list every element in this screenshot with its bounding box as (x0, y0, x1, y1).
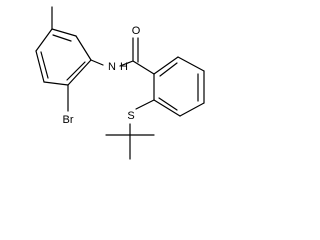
aryl-nitrogen-bond (90, 59, 104, 66)
bond (35, 28, 53, 52)
aniline-ring (35, 28, 92, 86)
amide-bond (119, 60, 134, 67)
bromine-label: Br (63, 114, 74, 126)
bond (153, 99, 181, 117)
benzoyl-ring (153, 56, 205, 117)
bond (158, 97, 178, 111)
bond (75, 35, 92, 61)
amide-nitrogen-label: N (108, 61, 116, 73)
bond (40, 51, 49, 79)
bond (179, 102, 205, 117)
bond (159, 62, 178, 77)
sulfur-label: S (127, 110, 134, 122)
bond (52, 34, 72, 42)
bond (177, 56, 205, 72)
bond (35, 50, 45, 83)
bond (67, 59, 92, 86)
amide-hydrogen-label: H (120, 61, 128, 73)
oxygen-label: O (132, 25, 141, 37)
bond (66, 61, 86, 81)
thioether-bond (135, 99, 155, 110)
bond (132, 60, 155, 75)
bond (51, 28, 77, 37)
bond (153, 56, 179, 75)
bond (43, 81, 69, 86)
chemical-structure-diagram: O N H Br S (35, 6, 205, 160)
